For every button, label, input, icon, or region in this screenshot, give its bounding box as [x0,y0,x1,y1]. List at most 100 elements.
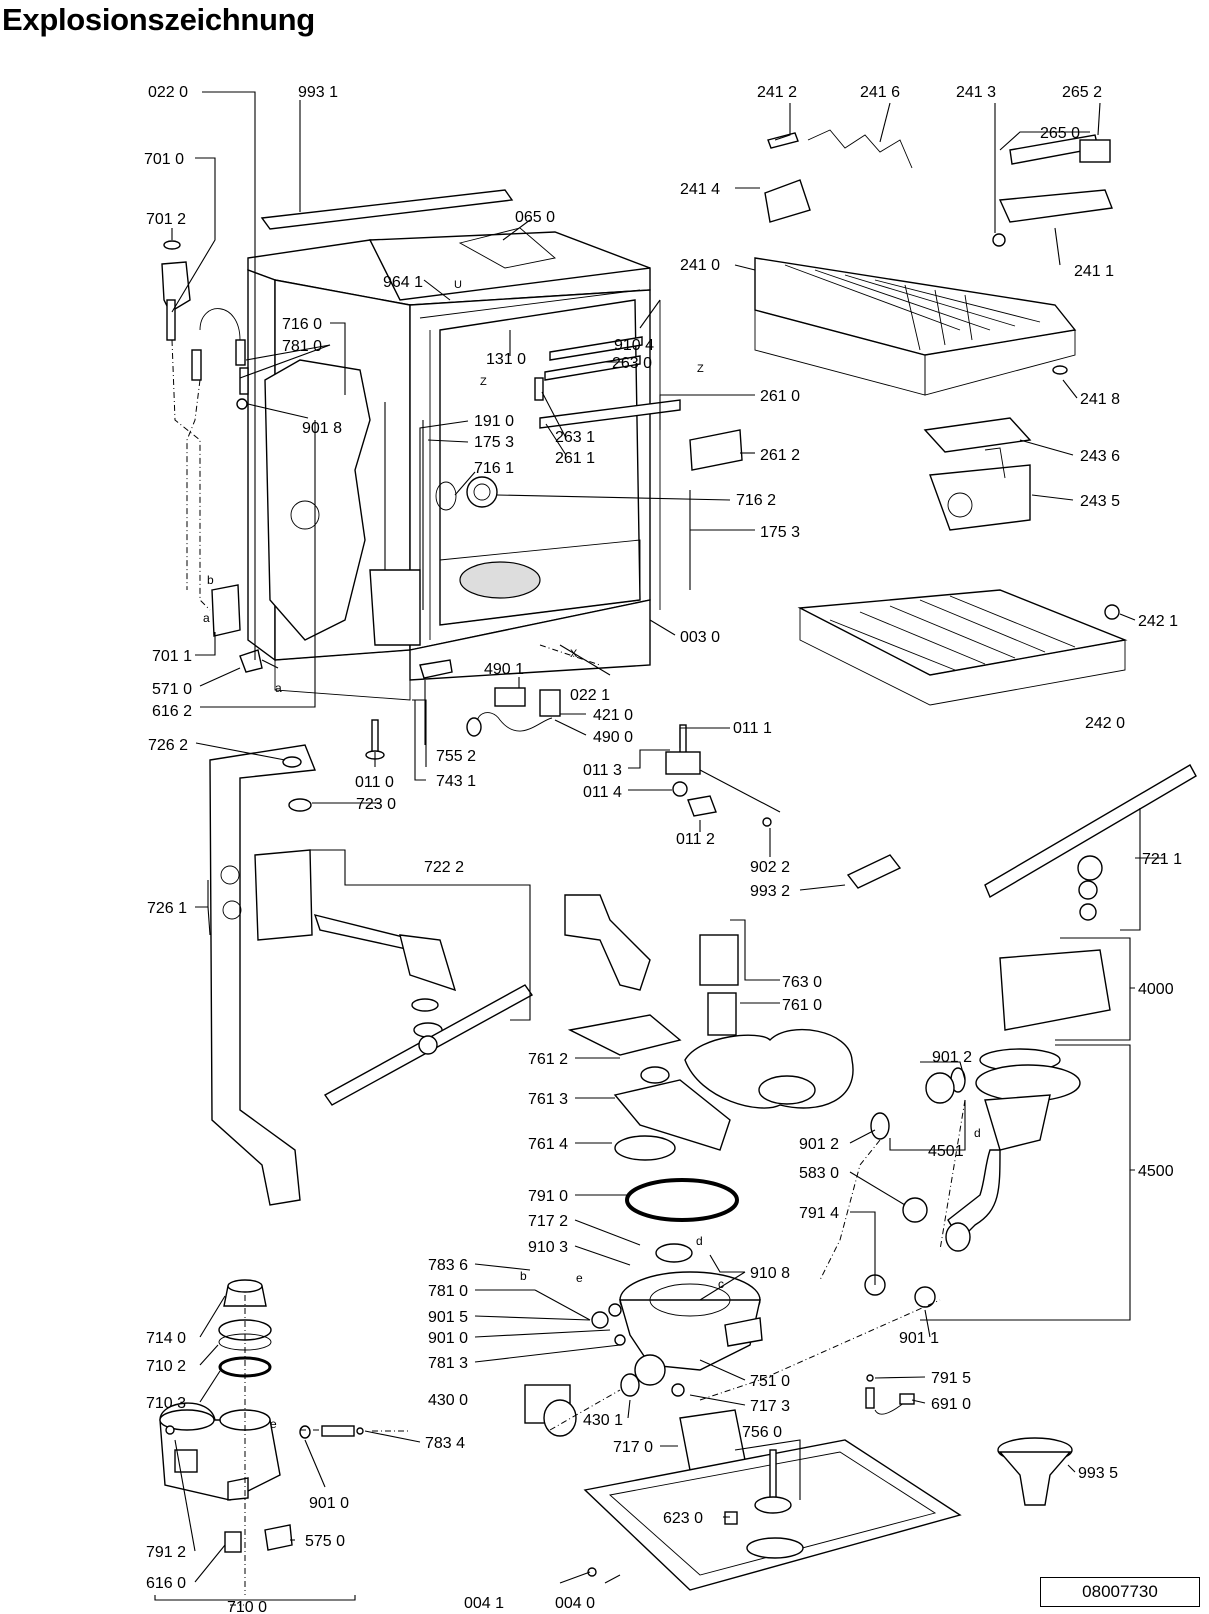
label-263-1: 263 1 [555,429,595,446]
label-716-2: 716 2 [736,492,776,509]
top-cover-strip [260,189,514,230]
label-710-3: 710 3 [146,1395,186,1412]
label-430-0: 430 0 [428,1392,468,1409]
label-623-0: 623 0 [663,1510,703,1527]
part-labels: 022 0 993 1 701 0 701 2 065 0 964 1 716 … [144,84,1182,1614]
label-901-5: 901 5 [428,1309,468,1326]
circulation-pump [864,949,1111,1308]
leader-lines [154,91,1165,1601]
label-723-0: 723 0 [356,796,396,813]
label-901-2-lower: 901 2 [799,1136,839,1153]
label-717-3: 717 3 [750,1398,790,1415]
label-791-2: 791 2 [146,1544,186,1561]
label-011-4: 011 4 [583,784,622,801]
label-241-2: 241 2 [757,84,797,101]
letter-e-1: e [576,1271,583,1285]
label-721-1: 721 1 [1142,851,1182,868]
letter-a-1: a [203,611,210,625]
label-175-3-left: 175 3 [474,434,514,451]
label-241-1: 241 1 [1074,263,1114,280]
label-781-0: 781 0 [282,338,322,355]
label-131-0: 131 0 [486,351,526,368]
part-shapes [159,129,1197,1591]
label-751-0: 751 0 [750,1373,790,1390]
lower-spray-arm [209,744,534,1206]
label-261-0: 261 0 [760,388,800,405]
label-901-1: 901 1 [899,1330,939,1347]
label-722-2: 722 2 [424,859,464,876]
label-714-0: 714 0 [146,1330,186,1347]
label-575-0: 575 0 [305,1533,345,1550]
label-191-0: 191 0 [474,413,514,430]
label-243-6: 243 6 [1080,448,1120,465]
label-791-5: 791 5 [931,1370,971,1387]
label-242-1: 242 1 [1138,613,1178,630]
reference-letters: U Z Z X b a a b c d d e e [203,279,981,1431]
label-701-2: 701 2 [146,211,186,228]
label-583-0: 583 0 [799,1165,839,1182]
label-243-5: 243 5 [1080,493,1120,510]
label-263-0: 263 0 [612,355,652,372]
label-783-4: 783 4 [425,1435,465,1452]
assembly-lines [171,339,966,1606]
label-011-1: 011 1 [733,720,772,737]
letter-x: X [570,648,578,660]
label-616-0: 616 0 [146,1575,186,1592]
letter-e-2: e [270,1417,277,1431]
label-910-8: 910 8 [750,1265,790,1282]
label-910-4: 910 4 [614,337,654,354]
label-011-0: 011 0 [355,774,394,791]
sump-assembly [524,1178,763,1471]
label-701-0: 701 0 [144,151,184,168]
label-710-0: 710 0 [227,1599,267,1614]
label-993-5: 993 5 [1078,1465,1118,1482]
label-781-0-lower: 781 0 [428,1283,468,1300]
label-901-0-upper: 901 0 [428,1330,468,1347]
letter-b-1: b [207,573,214,587]
letter-a-2: a [275,681,282,695]
softener-cap [223,1279,267,1307]
label-761-0: 761 0 [782,997,822,1014]
letter-c: c [718,1277,724,1291]
label-755-2: 755 2 [436,748,476,765]
label-4000: 4000 [1138,981,1174,998]
label-791-0: 791 0 [528,1188,568,1205]
switch-assembly [419,659,561,745]
salt-funnel [997,1437,1073,1506]
label-065-0: 065 0 [515,209,555,226]
heater-sensor [865,1374,915,1415]
label-022-0: 022 0 [148,84,188,101]
label-691-0: 691 0 [931,1396,971,1413]
label-265-2: 265 2 [1062,84,1102,101]
label-421-0: 421 0 [593,707,633,724]
label-022-1: 022 1 [570,687,610,704]
label-993-1: 993 1 [298,84,338,101]
label-175-3-right: 175 3 [760,524,800,541]
label-743-1: 743 1 [436,773,476,790]
label-430-1: 430 1 [583,1412,623,1429]
label-763-0: 763 0 [782,974,822,991]
label-011-3: 011 3 [583,762,622,779]
label-004-0: 004 0 [555,1595,595,1612]
page-title: Explosionszeichnung [2,2,315,37]
upper-spray-arm [984,764,1197,921]
base-plate [583,1439,962,1591]
label-761-4: 761 4 [528,1136,568,1153]
document-number: 08007730 [1040,1577,1200,1607]
label-902-2: 902 2 [750,859,790,876]
label-490-0: 490 0 [593,729,633,746]
label-241-4: 241 4 [680,181,720,198]
label-4500: 4500 [1138,1163,1174,1180]
label-490-1: 490 1 [484,661,524,678]
inlet-valve [161,240,279,673]
letter-d-1: d [696,1234,703,1248]
lower-dish-rack [797,589,1128,706]
label-761-3: 761 3 [528,1091,568,1108]
label-242-0: 242 0 [1085,715,1125,732]
label-616-2: 616 2 [152,703,192,720]
softener-tank [159,1402,281,1501]
label-003-0: 003 0 [680,629,720,646]
label-781-3: 781 3 [428,1355,468,1372]
label-241-8: 241 8 [1080,391,1120,408]
